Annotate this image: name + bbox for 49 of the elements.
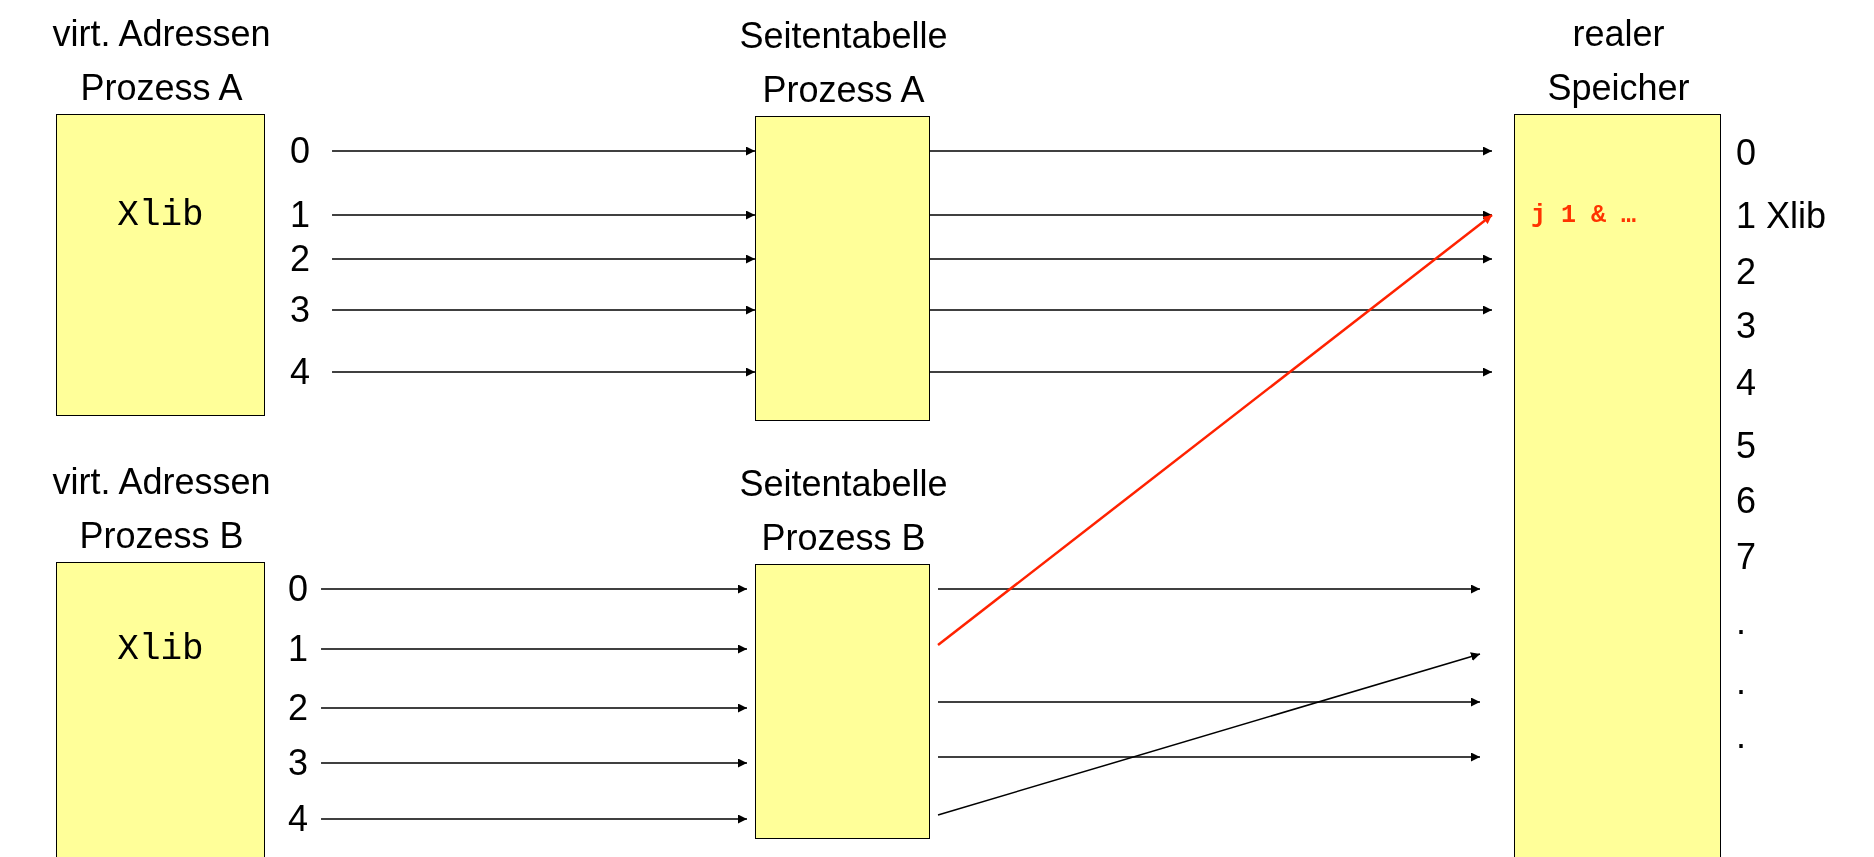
arrow [937,652,1481,816]
arrow [320,758,748,768]
row-number: 1 Xlib [1736,196,1827,236]
page-number: 4 [288,799,309,839]
page-number: 2 [290,239,311,279]
arrow [929,210,1493,220]
row-number: . [1736,716,1746,756]
arrow [320,814,748,824]
row-number: 7 [1736,537,1757,577]
arrow [331,254,756,264]
row-number: 0 [1736,133,1757,173]
arrow [929,254,1493,264]
arrow [937,584,1481,594]
code-text: j 1 & … [1531,201,1637,231]
arrow [331,305,756,315]
page-number: 2 [288,688,309,728]
arrow [937,214,1493,646]
heading: realer Speicher [1546,12,1691,110]
arrow [929,367,1493,377]
page-number: 0 [288,569,309,609]
row-number: 6 [1736,481,1757,521]
page-number: 1 [290,195,311,235]
arrow [331,210,756,220]
box-label: Xlib [116,630,205,670]
page-number: 1 [288,629,309,669]
row-number: 5 [1736,426,1757,466]
row-number: 2 [1736,252,1757,292]
arrow [331,146,756,156]
arrow [320,703,748,713]
row-number: . [1736,602,1746,642]
heading: Seitentabelle Prozess B [738,462,949,560]
arrow [331,367,756,377]
arrow [937,752,1481,762]
page-number: 4 [290,352,311,392]
heading: Seitentabelle Prozess A [738,14,949,112]
arrow [320,644,748,654]
box-label: Xlib [116,196,205,236]
row-number: 3 [1736,306,1757,346]
page-number: 3 [288,743,309,783]
row-number: 4 [1736,363,1757,403]
heading: virt. Adressen Prozess A [51,12,272,110]
arrow [320,584,748,594]
arrow [929,305,1493,315]
arrow [929,146,1493,156]
heading: virt. Adressen Prozess B [51,460,272,558]
arrow [937,697,1481,707]
page-number: 3 [290,290,311,330]
page-number: 0 [290,131,311,171]
row-number: . [1736,662,1746,702]
